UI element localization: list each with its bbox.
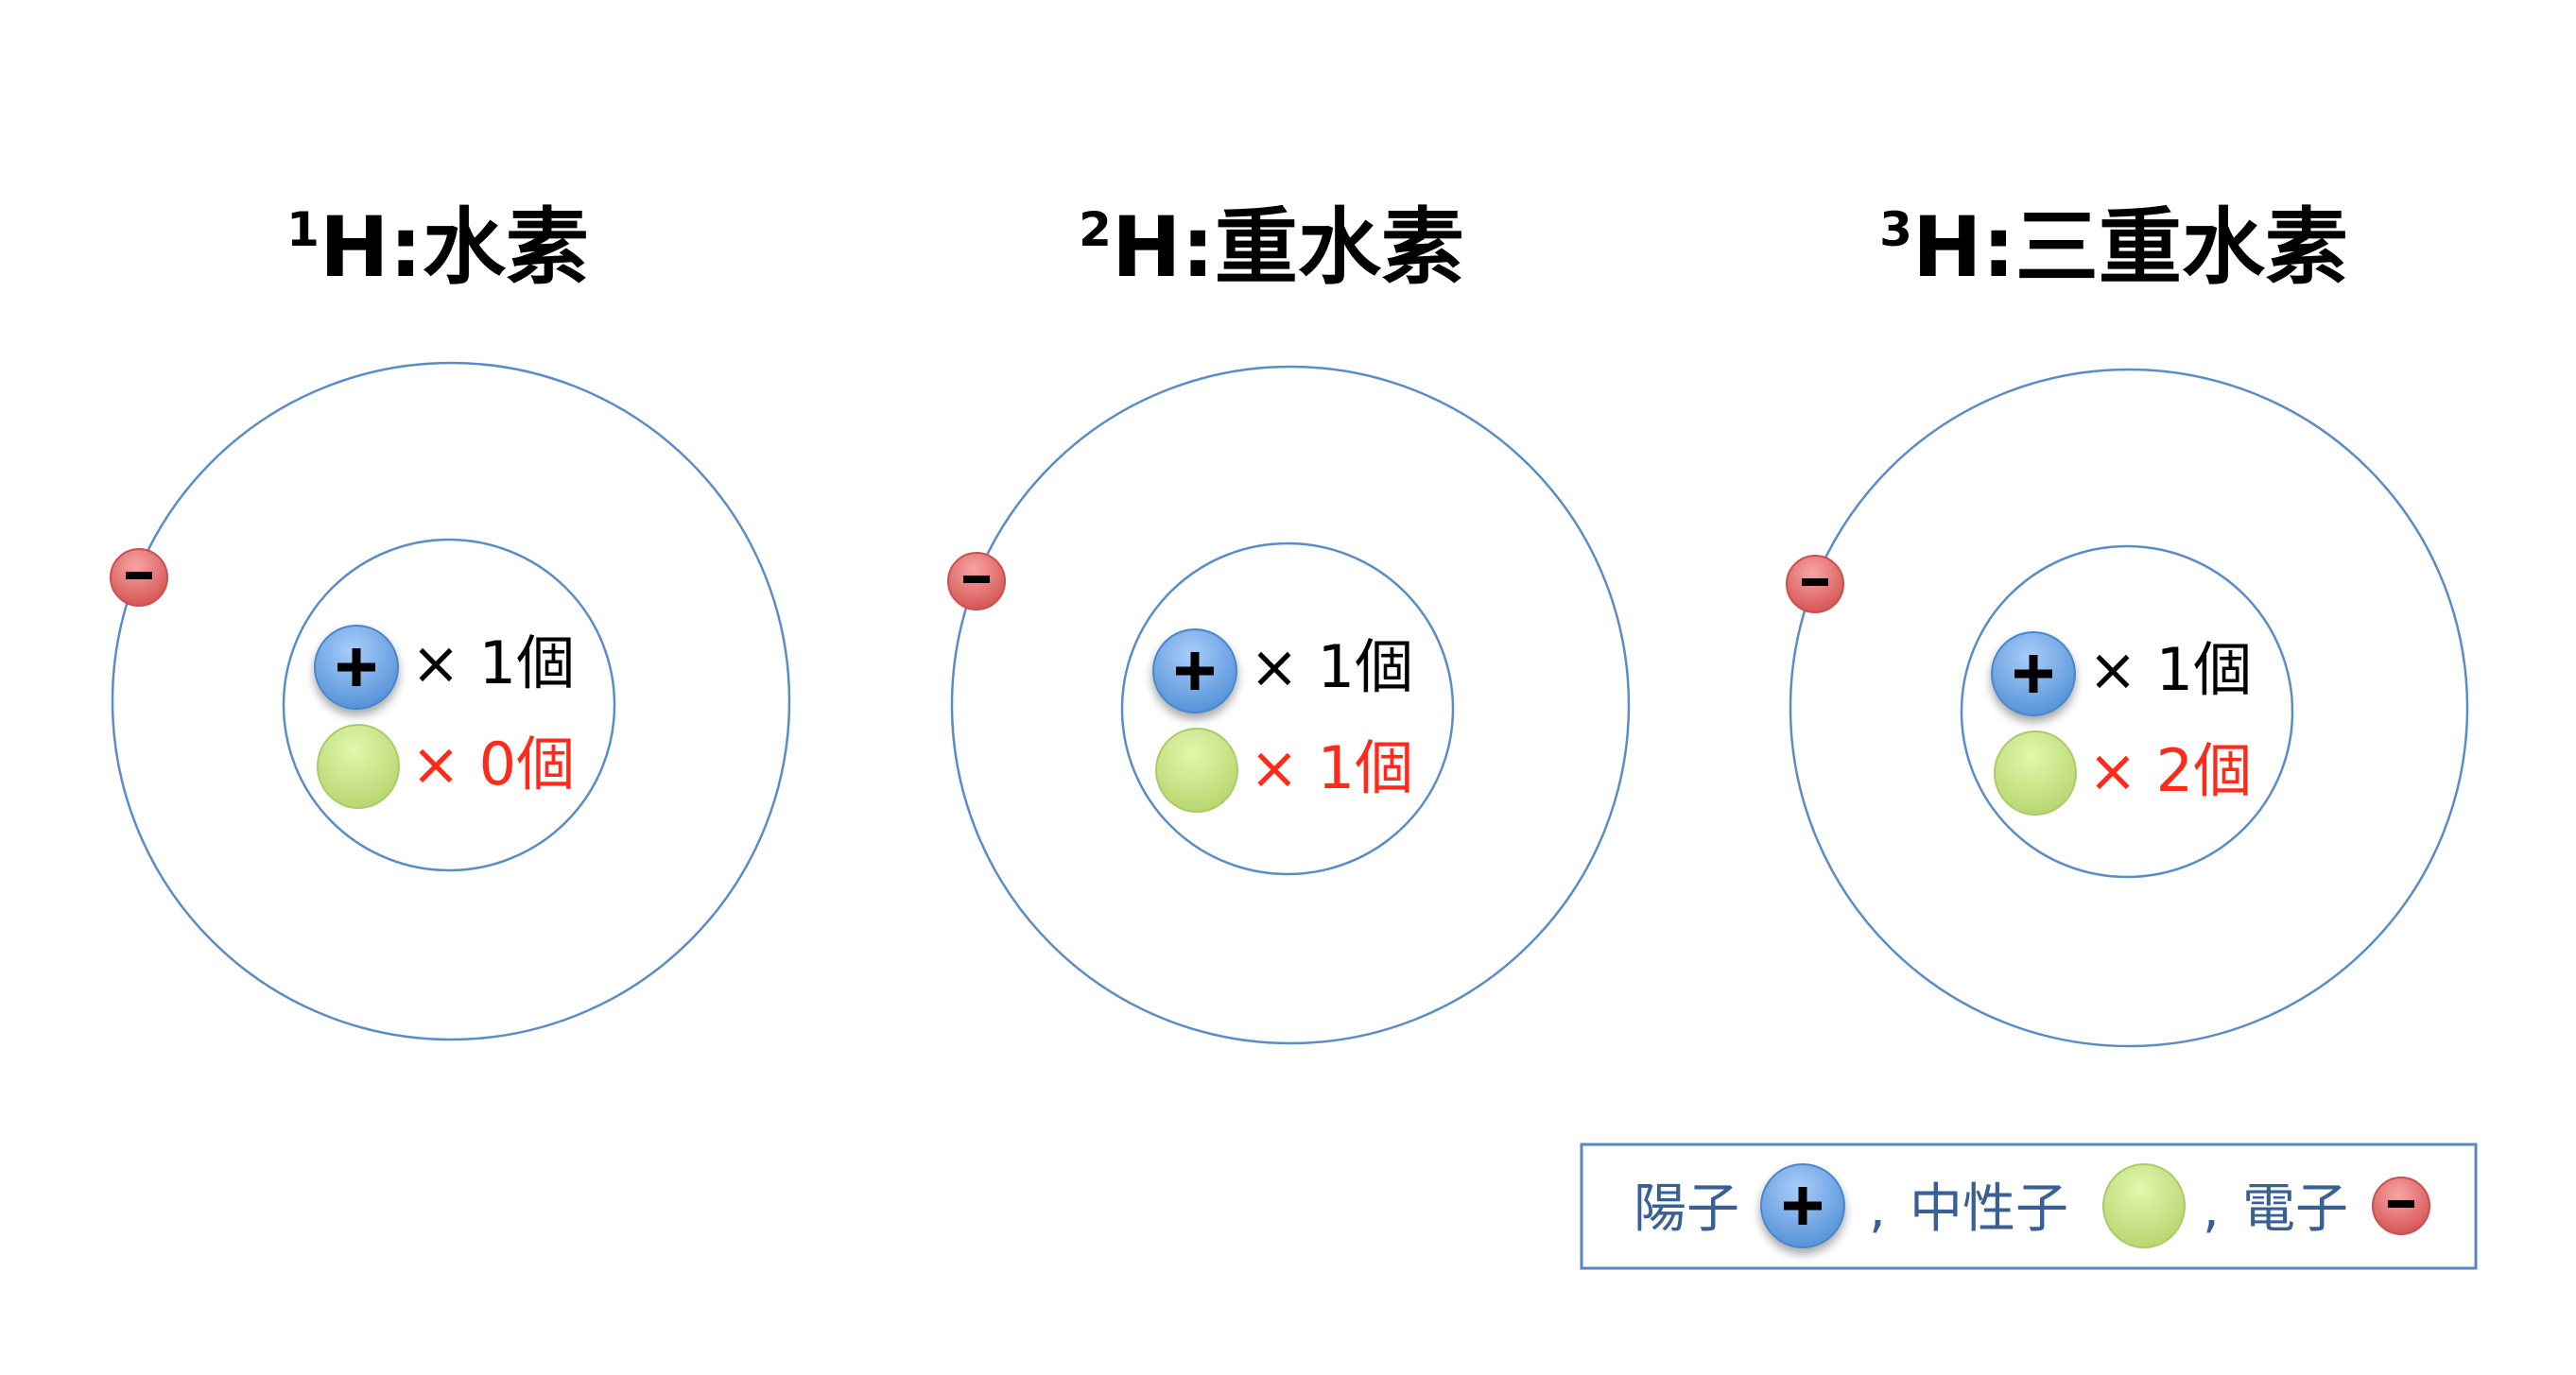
legend-neutron-icon [2102, 1163, 2186, 1248]
legend-neutron-label: 中性子 [1910, 1178, 2068, 1240]
neutron-icon [1994, 730, 2077, 816]
atom-title: 1H:水素 [286, 198, 589, 296]
neutron-count: × 2個 [2088, 736, 2252, 805]
neutron-count: × 1個 [1250, 733, 1413, 802]
outer-orbit [950, 365, 1631, 1045]
nucleus-boundary [1960, 544, 2294, 879]
neutron-count: × 0個 [411, 730, 575, 799]
neutron-icon [317, 724, 400, 809]
atom-title: 2H:重水素 [1079, 198, 1464, 296]
electron-minus-icon [1787, 556, 1843, 612]
proton-count: × 1個 [411, 628, 575, 697]
proton-plus-icon [1153, 629, 1236, 713]
proton-count: × 1個 [2088, 635, 2252, 704]
atom-title: 3H:三重水素 [1879, 198, 2348, 296]
electron-minus-icon [948, 553, 1005, 610]
legend: 陽子 , 中性子 , 電子 [1580, 1143, 2478, 1270]
atom-deuterium: 2H:重水素 × 1個 × 1個 [948, 198, 1631, 1045]
legend-proton-plus-icon [1761, 1164, 1844, 1247]
proton-plus-icon [1992, 632, 2075, 715]
legend-electron-label: 電子 [2242, 1178, 2348, 1240]
legend-separator: , [2203, 1178, 2220, 1240]
nucleus-boundary [1120, 541, 1455, 876]
legend-separator: , [1869, 1178, 1886, 1240]
electron-minus-icon [111, 549, 167, 606]
atom-tritium: 3H:三重水素 × 1個 × 2個 [1787, 198, 2469, 1048]
proton-count: × 1個 [1250, 632, 1413, 701]
nucleus-boundary [282, 538, 616, 872]
neutron-icon [1155, 728, 1238, 813]
legend-proton-label: 陽子 [1634, 1178, 1739, 1240]
legend-electron-minus-icon [2373, 1177, 2429, 1234]
outer-orbit [111, 361, 791, 1041]
atom-hydrogen: 1H:水素 × 1個 × 0個 [111, 198, 791, 1041]
proton-plus-icon [315, 626, 398, 709]
outer-orbit [1789, 368, 2469, 1048]
